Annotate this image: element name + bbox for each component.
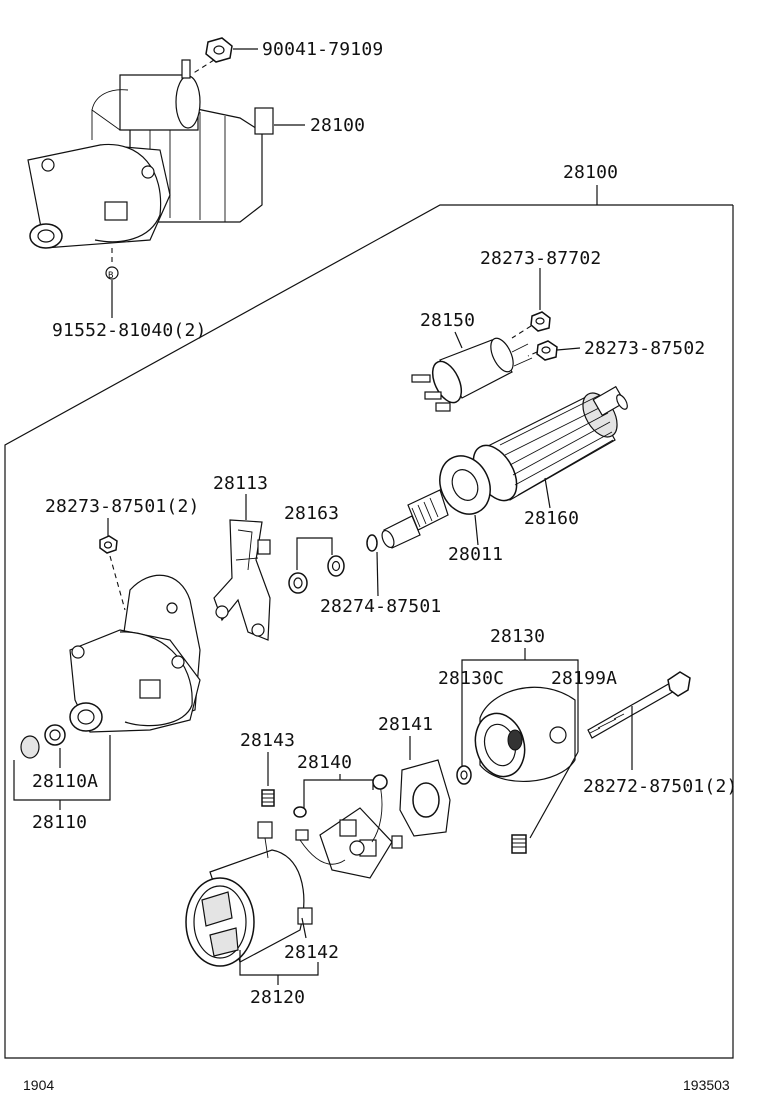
bearing-2-icon bbox=[327, 555, 345, 577]
label-nut-c: 28273-87501(2) bbox=[45, 496, 200, 517]
label-bolt-b: 91552-81040(2) bbox=[52, 320, 207, 341]
footer-left-code: 1904 bbox=[23, 1077, 54, 1093]
label-end-frame-a: 28199A bbox=[551, 668, 617, 689]
lever-drawing bbox=[213, 519, 271, 641]
end-frame-drawing bbox=[474, 686, 576, 782]
brush-holder-clip-icon bbox=[293, 806, 307, 818]
spring-icon bbox=[261, 789, 275, 807]
starter-assembly-drawing bbox=[27, 59, 274, 249]
label-armature: 28160 bbox=[524, 508, 579, 529]
label-through-bolt: 28272-87501(2) bbox=[583, 776, 738, 797]
housing-plug-icon bbox=[20, 735, 40, 759]
label-lever: 28113 bbox=[213, 473, 268, 494]
callout-b-icon bbox=[105, 266, 119, 280]
label-washer: 28274-87501 bbox=[320, 596, 441, 617]
label-brush: 28142 bbox=[284, 942, 339, 963]
label-plate: 28141 bbox=[378, 714, 433, 735]
nut-28273-87501-icon bbox=[99, 535, 118, 554]
label-spring: 28143 bbox=[240, 730, 295, 751]
label-housing-a: 28110A bbox=[32, 771, 98, 792]
label-end-frame-c: 28130C bbox=[438, 668, 504, 689]
label-nut-a: 28273-87702 bbox=[480, 248, 601, 269]
nut-28273-87702-icon bbox=[530, 311, 551, 332]
plate-drawing bbox=[399, 759, 451, 837]
clutch-drawing bbox=[381, 455, 491, 549]
label-end-frame-assy: 28130 bbox=[490, 626, 545, 647]
label-nut-top: 90041-79109 bbox=[262, 39, 383, 60]
frame-spring-icon bbox=[511, 834, 527, 854]
label-clutch: 28011 bbox=[448, 544, 503, 565]
nut-28273-87502-icon bbox=[536, 340, 558, 361]
brush-holder-drawing bbox=[295, 774, 403, 879]
label-nut-b: 28273-87502 bbox=[584, 338, 705, 359]
label-housing: 28110 bbox=[32, 812, 87, 833]
exploded-view-frame bbox=[4, 204, 734, 1059]
label-bearing-pair: 28163 bbox=[284, 503, 339, 524]
washer-icon bbox=[366, 534, 378, 552]
housing-drawing bbox=[69, 574, 201, 733]
label-yoke: 28120 bbox=[250, 987, 305, 1008]
callout-b-label: B bbox=[108, 271, 113, 281]
nut-90041-icon bbox=[205, 37, 233, 63]
label-starter-assy: 28100 bbox=[310, 115, 365, 136]
label-solenoid: 28150 bbox=[420, 310, 475, 331]
bearing-1-icon bbox=[288, 572, 308, 594]
label-box-title: 28100 bbox=[563, 162, 618, 183]
solenoid-drawing bbox=[411, 337, 533, 412]
armature-drawing bbox=[472, 385, 628, 502]
yoke-drawing bbox=[185, 821, 313, 967]
label-brush-holder: 28140 bbox=[297, 752, 352, 773]
footer-right-code: 193503 bbox=[683, 1077, 730, 1093]
